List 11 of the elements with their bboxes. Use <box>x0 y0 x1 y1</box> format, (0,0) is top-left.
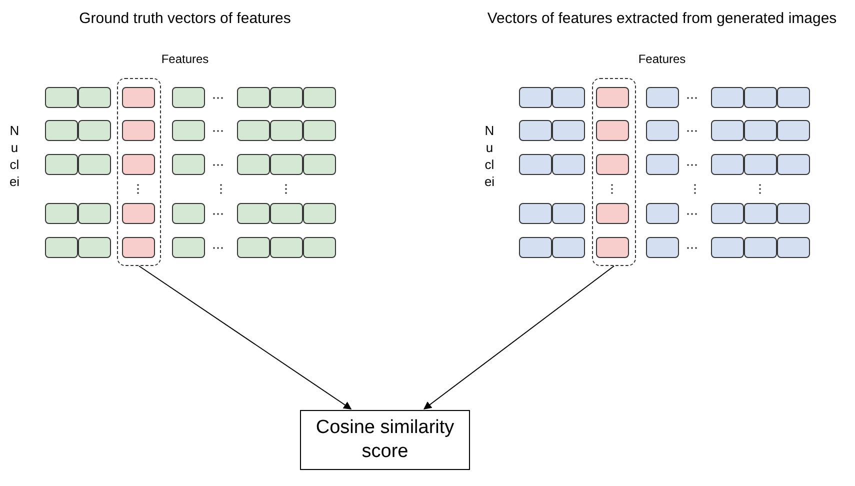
dashed-selection-box <box>117 78 161 266</box>
result-box: Cosine similarity score <box>300 410 470 470</box>
axis-label: Features <box>638 51 686 68</box>
axis-label: Nuclei <box>8 122 21 190</box>
arrow <box>423 266 614 410</box>
heading: Vectors of features extracted from generated images <box>487 9 837 29</box>
heading: Ground truth vectors of features <box>79 9 291 29</box>
axis-label: Nuclei <box>483 122 496 190</box>
dashed-selection-box <box>592 78 636 266</box>
axis-label: Features <box>161 51 209 68</box>
arrow <box>138 266 352 410</box>
